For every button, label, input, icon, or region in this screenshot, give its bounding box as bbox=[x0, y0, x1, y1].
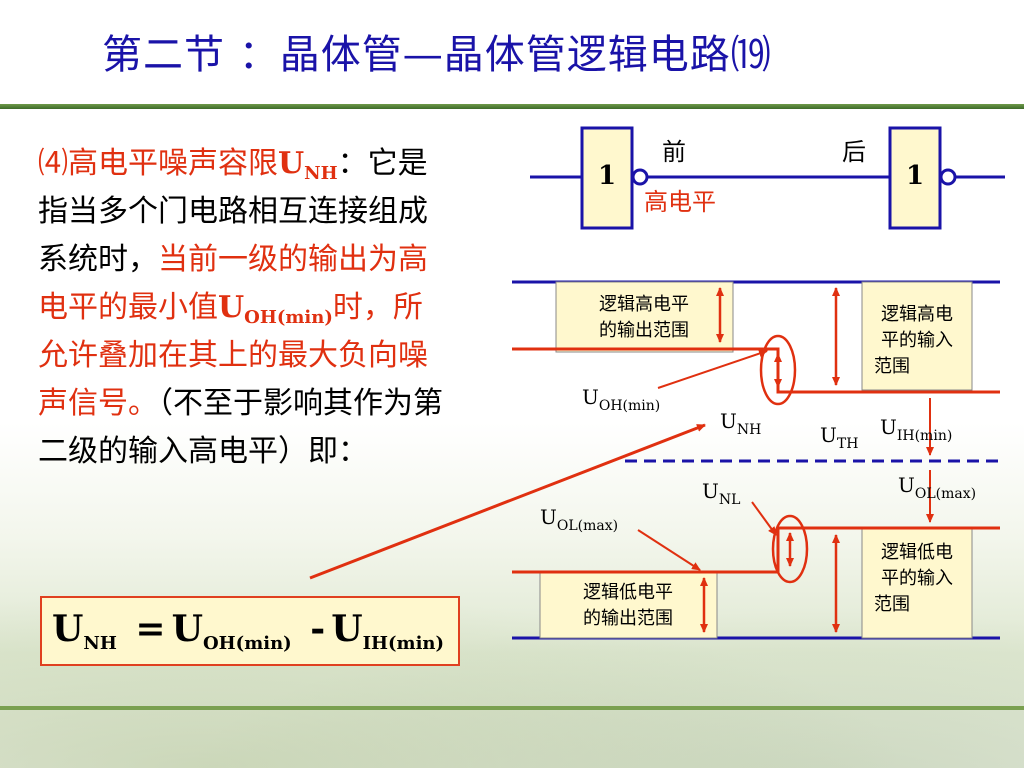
front-label: 前 bbox=[662, 138, 686, 166]
output-high-text-2: 的输出范围 bbox=[599, 320, 689, 341]
formula-box: UNH =UOH(min) -UIH(min) bbox=[40, 596, 460, 666]
formula-u-ihmin: U bbox=[331, 608, 363, 650]
formula-minus: - bbox=[310, 608, 326, 650]
para-sentence-2: 当前一级的输出为高电平的最小值 bbox=[38, 242, 428, 325]
label-uth: UTH bbox=[820, 423, 858, 452]
formula-u-nh: U bbox=[52, 608, 84, 650]
para-heading-sub: NH bbox=[304, 163, 338, 184]
output-high-text-1: 逻辑高电平 bbox=[599, 294, 689, 315]
label-uohmin: UOH(min) bbox=[582, 385, 660, 414]
uohmin-pointer bbox=[657, 349, 768, 389]
definition-paragraph: ⑷高电平噪声容限UNH：它是指当多个门电路相互连接组成系统时，当前一级的输出为高… bbox=[38, 140, 448, 476]
gate-circuit: 1 1 前 后 高电平 bbox=[530, 126, 1005, 230]
inverter-bubble-1 bbox=[631, 168, 649, 186]
unl-highlight-ellipse bbox=[771, 514, 809, 584]
para-sentence-4: （不至于影响其作为第二级的输入高电平）即： bbox=[38, 386, 443, 469]
input-high-text-2: 平的输入 bbox=[881, 330, 953, 351]
label-unl: UNL bbox=[702, 479, 740, 508]
formula-u-ohmin: U bbox=[171, 608, 203, 650]
para-u-ohmin: U bbox=[218, 290, 245, 325]
input-high-text-1: 逻辑高电 bbox=[881, 304, 953, 325]
input-low-text-3: 范围 bbox=[874, 594, 910, 615]
input-low-text-2: 平的输入 bbox=[881, 568, 953, 589]
unl-pointer bbox=[751, 501, 777, 536]
formula-equals: = bbox=[135, 608, 166, 650]
label-uolmax-right: UOL(max) bbox=[898, 473, 976, 502]
uolmax-level-line bbox=[512, 526, 1000, 574]
label-uihmin: UIH(min) bbox=[880, 415, 952, 444]
output-high-range-box bbox=[555, 281, 734, 353]
uolmax-left-pointer bbox=[637, 529, 701, 571]
para-heading: ⑷高电平噪声容限 bbox=[38, 146, 278, 181]
gate-2-label: 1 bbox=[906, 161, 924, 191]
input-high-range-box bbox=[861, 281, 973, 391]
unh-highlight-ellipse bbox=[759, 334, 797, 406]
gate-1-label: 1 bbox=[598, 161, 616, 191]
title-divider bbox=[0, 104, 1024, 109]
gate-1 bbox=[580, 126, 634, 230]
input-low-range-box bbox=[861, 527, 973, 639]
label-uolmax-left: UOL(max) bbox=[540, 505, 618, 534]
formula-u-nh-sub: NH bbox=[83, 633, 117, 654]
para-sentence-3: 时，所允许叠加在其上的最大负向噪声信号。 bbox=[38, 290, 428, 421]
input-low-text-1: 逻辑低电 bbox=[881, 542, 953, 563]
bottom-divider bbox=[0, 706, 1024, 710]
formula-to-diagram-arrow bbox=[309, 423, 706, 580]
output-low-text-1: 逻辑低电平 bbox=[583, 582, 673, 603]
para-u-ohmin-sub: OH(min) bbox=[244, 307, 333, 328]
label-unh: UNH bbox=[720, 409, 761, 438]
output-low-range-box bbox=[539, 571, 718, 639]
high-level-label: 高电平 bbox=[644, 188, 716, 216]
input-high-text-3: 范围 bbox=[874, 356, 910, 377]
slide-title: 第二节 ：晶体管—晶体管逻辑电路⒆ bbox=[102, 32, 772, 78]
output-low-text-2: 的输出范围 bbox=[583, 608, 673, 629]
para-heading-colon: ： bbox=[337, 146, 368, 181]
formula-u-ihmin-sub: IH(min) bbox=[362, 633, 445, 654]
para-heading-u: U bbox=[278, 146, 305, 181]
formula-u-ohmin-sub: OH(min) bbox=[203, 633, 292, 654]
back-label: 后 bbox=[842, 138, 866, 166]
inverter-bubble-2 bbox=[939, 168, 957, 186]
para-sentence-1: 它是指当多个门电路相互连接组成系统时， bbox=[38, 146, 428, 277]
